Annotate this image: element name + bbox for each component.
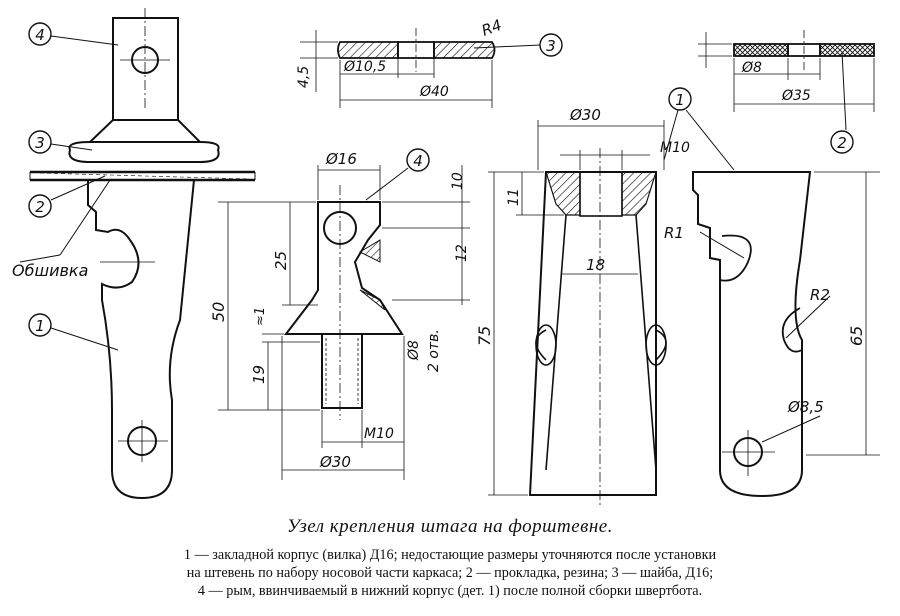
leader: [50, 143, 93, 151]
callout-1-body: 1: [675, 91, 685, 109]
assembly-callouts: 4 3 2 1 Обшивка: [12, 22, 119, 351]
figure-legend: 1 — закладной корпус (вилка) Д16; недост…: [8, 546, 892, 600]
callout-circle: [28, 194, 52, 218]
body-section-labels: Ø30 M10 11 18 75: [475, 106, 690, 346]
legend-line: 1 — закладной корпус (вилка) Д16; недост…: [183, 547, 717, 563]
dim-65-label: 65: [847, 326, 866, 346]
r2-label: R2: [810, 286, 830, 304]
m10-eye-label: M10: [364, 426, 394, 442]
callout-2-left: 2: [35, 198, 45, 216]
d8-holes-label: Ø8: [406, 340, 422, 361]
h4-5-label: 4,5: [296, 66, 312, 88]
dim-11-label: 11: [506, 188, 522, 206]
r4-label: R4: [479, 16, 504, 40]
eye-bolt-view: [218, 148, 470, 480]
dim-75-label: 75: [475, 326, 494, 346]
technical-drawing: 4 3 2 1 Обшивка 3 R4 Ø10,5 Ø40: [12, 8, 880, 505]
leader: [50, 35, 119, 46]
m10-body-label: M10: [660, 140, 690, 156]
legend-line: 4 — рым, ввинчиваемый в нижний корпус (д…: [197, 583, 703, 599]
dim-50-label: 50: [209, 302, 228, 322]
callout-circle: [28, 22, 52, 46]
body-side-labels: 1 R1 R2 65 Ø8,5: [664, 91, 866, 416]
dim-25-label: 25: [272, 251, 290, 270]
callout-circle: [28, 130, 52, 154]
skin-label: Обшивка: [12, 261, 88, 280]
d16-label: Ø16: [325, 150, 357, 168]
washer-view: 3 R4 Ø10,5 Ø40 4,5: [296, 16, 563, 108]
d30-body-label: Ø30: [569, 106, 601, 124]
body-side-view: [663, 87, 880, 498]
callout-4-eye: 4: [413, 152, 423, 170]
assembly-view: [29, 8, 256, 500]
d10-5-label: Ø10,5: [343, 59, 386, 75]
eye-bolt-labels: 4 Ø16 10 25 12 50 ≈1 19 Ø8 2 отв. M10 Ø3…: [209, 150, 470, 471]
d35-label: Ø35: [781, 88, 811, 104]
d40-label: Ø40: [419, 84, 449, 100]
callout-circle: [28, 313, 52, 337]
leader: [50, 175, 106, 201]
holes-2-label: 2 отв.: [426, 329, 442, 372]
gasket-view: 2 Ø8 Ø35: [698, 30, 875, 154]
approx-1-label: ≈1: [253, 307, 268, 326]
callout-4-top: 4: [35, 26, 45, 44]
leader: [59, 179, 111, 256]
legend-line: на штевень по набору носовой части карка…: [186, 565, 714, 581]
figure-caption: Узел крепления штага на форштевне.: [287, 516, 613, 537]
leader: [19, 254, 61, 263]
d30-eye-label: Ø30: [319, 453, 351, 471]
d8-gasket-label: Ø8: [741, 60, 762, 76]
body-section-view: [488, 120, 667, 505]
dim-12-label: 12: [454, 244, 470, 262]
callout-2-gasket: 2: [837, 134, 847, 152]
callout-1-left: 1: [35, 317, 45, 335]
r1-label: R1: [664, 224, 684, 242]
callout-3-left: 3: [35, 134, 45, 152]
dim-18-label: 18: [586, 256, 605, 274]
dim-10-label: 10: [450, 172, 466, 190]
dim-19-label: 19: [250, 365, 268, 384]
d8-5-label: Ø8,5: [787, 398, 824, 416]
callout-3-washer: 3: [546, 37, 556, 55]
leader: [50, 327, 119, 351]
